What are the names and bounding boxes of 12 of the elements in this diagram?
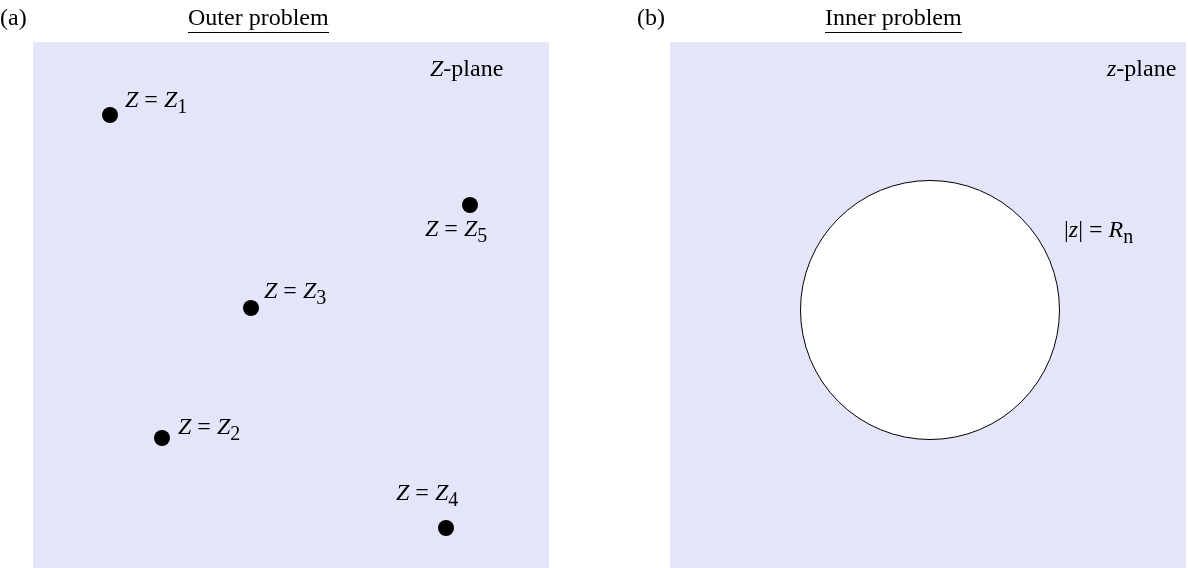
plane-label: Z-plane <box>430 56 504 80</box>
point-label: Z = Z$_{4}$ <box>396 480 459 509</box>
panel-letter: (b) <box>637 5 665 29</box>
panel-letter: (a) <box>0 5 27 29</box>
boundary-label: |z| = R$_{n}$ <box>1064 217 1134 246</box>
point-label: Z = Z$_{1}$ <box>125 87 188 116</box>
point-label: Z = Z$_{2}$ <box>178 414 241 443</box>
plane-label: z-plane <box>1107 56 1177 80</box>
point-label: Z = Z$_{5}$ <box>425 216 488 245</box>
panel-heading: Inner problem <box>825 5 962 33</box>
point-label: Z = Z$_{3}$ <box>264 278 327 307</box>
panel-heading: Outer problem <box>188 5 329 33</box>
